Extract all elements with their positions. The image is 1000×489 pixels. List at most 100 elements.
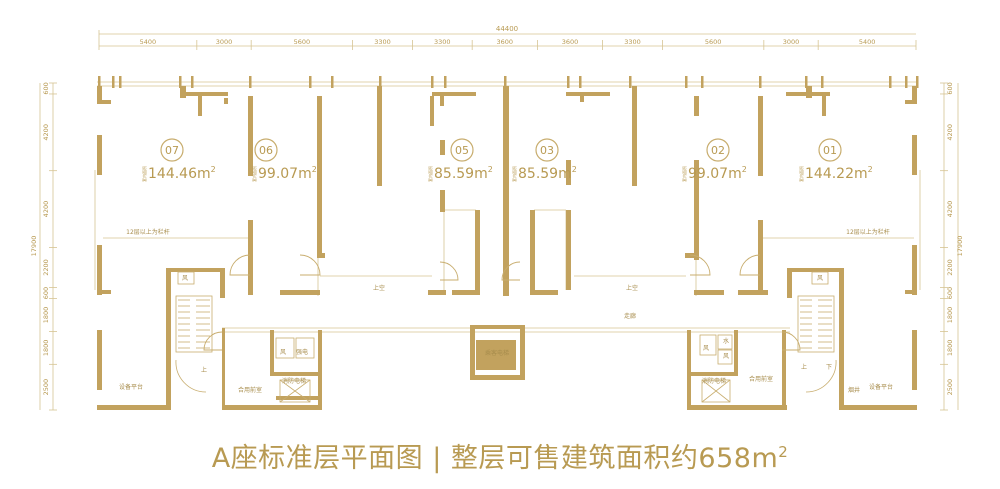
wall-segment: [97, 100, 111, 104]
unit-area-caption: 套内面积: [141, 166, 147, 182]
railing-post: [249, 76, 252, 88]
unit-area: 144.46m2: [148, 165, 216, 182]
wall-segment: [97, 330, 102, 390]
stair-curve: [805, 359, 837, 393]
side-dim-label: 4200: [42, 201, 50, 218]
side-dim-label: 2500: [946, 379, 954, 396]
wall-segment: [317, 96, 322, 258]
left-dimension-line: [39, 83, 54, 410]
top-dim-label: 5600: [294, 38, 311, 46]
shaft-box: [699, 334, 717, 356]
wall-segment: [222, 405, 322, 410]
unit-area-superscript: 2: [211, 165, 216, 174]
unit-badge: [254, 138, 278, 162]
unit-badge: [450, 138, 474, 162]
wall-segment: [632, 86, 637, 186]
unit-area-caption: 套内面积: [251, 166, 257, 182]
unit-area-value: 85.59m: [434, 166, 488, 182]
shaft-box: [295, 337, 315, 359]
walls: [97, 86, 917, 410]
railing-post: [179, 76, 182, 88]
wall-segment: [440, 96, 444, 106]
equipment-platform-label-right: 设备平台: [869, 383, 893, 391]
wall-segment: [566, 92, 610, 96]
wall-segment: [224, 98, 228, 104]
unit-area-superscript: 2: [572, 165, 577, 174]
railing-note-left: 12层以上为栏杆: [126, 228, 170, 236]
wall-segment: [220, 268, 225, 298]
unit-area: 85.59m2: [434, 165, 493, 182]
railing-post: [805, 76, 808, 88]
wall-segment: [694, 160, 699, 260]
wall-segment: [180, 92, 228, 96]
wall-segment: [276, 396, 320, 400]
shared-lobby-label-right: 合用前室: [749, 375, 773, 383]
wall-segment: [822, 96, 826, 116]
unit-area: 99.07m2: [258, 165, 317, 182]
shared-lobby-label-left: 合用前室: [238, 386, 262, 394]
unit-badge: [818, 138, 842, 162]
top-dimension-line: [99, 33, 916, 47]
railing-post: [905, 76, 908, 88]
wall-segment: [440, 190, 445, 212]
wall-segment: [248, 96, 253, 176]
unit-area-value: 85.59m: [518, 166, 572, 182]
wall-segment: [580, 96, 584, 102]
wall-segment: [97, 245, 102, 295]
side-dim-label: 600: [946, 287, 954, 299]
top-dim-label: 3300: [374, 38, 391, 46]
wall-segment: [452, 290, 480, 295]
wall-segment: [440, 140, 445, 155]
power-room-label-left: 强电: [296, 348, 308, 356]
equipment-platform-label-left: 设备平台: [119, 383, 143, 391]
shaft-box: [717, 349, 733, 365]
railing-post: [98, 76, 101, 88]
wall-segment: [687, 405, 787, 410]
unit-area: 144.22m2: [805, 165, 873, 182]
stair-up-label-left: 上: [201, 366, 207, 374]
side-dim-label: 1800: [42, 340, 50, 357]
railing-post: [309, 76, 312, 88]
side-dim-label: 1800: [42, 307, 50, 324]
side-dim-label: 2200: [42, 259, 50, 276]
wall-segment: [432, 92, 476, 96]
balcony-railing: [97, 81, 917, 87]
stair-curve: [175, 359, 207, 393]
wall-segment: [97, 405, 169, 410]
wall-segment: [912, 245, 917, 295]
void-label-right: 上空: [626, 284, 638, 292]
elevator-car: [701, 379, 731, 403]
wall-segment: [520, 325, 525, 380]
wall-segment: [270, 372, 320, 376]
wall-segment: [428, 290, 446, 295]
unit-area-value: 144.46m: [148, 166, 211, 182]
wall-segment: [905, 100, 917, 104]
wall-segment: [734, 330, 738, 375]
unit-area-caption: 套内面积: [798, 166, 804, 182]
door-arc: [781, 331, 801, 351]
shaft-box: [177, 271, 195, 285]
air-shaft-label-right: 风: [703, 345, 709, 352]
overall-width-label: 44400: [496, 25, 518, 33]
wall-segment: [470, 325, 475, 380]
side-dim-label: 600: [42, 287, 50, 299]
caption-superscript: 2: [778, 443, 789, 461]
unit-number: 05: [455, 144, 469, 157]
wall-segment: [166, 268, 171, 410]
stair-air-label-left: 风: [182, 275, 188, 282]
railing-post: [119, 76, 122, 88]
wall-segment: [97, 135, 102, 175]
elevator-car: [279, 379, 311, 403]
unit-area-superscript: 2: [742, 165, 747, 174]
top-dim-label: 5600: [705, 38, 722, 46]
wall-segment: [912, 330, 917, 390]
door-arc: [229, 254, 251, 276]
side-dim-label: 600: [946, 82, 954, 94]
railing-post: [916, 76, 919, 88]
unit-area: 85.59m2: [518, 165, 577, 182]
wall-segment: [222, 328, 225, 410]
wall-segment: [787, 268, 843, 272]
unit-area-value: 99.07m: [258, 166, 312, 182]
